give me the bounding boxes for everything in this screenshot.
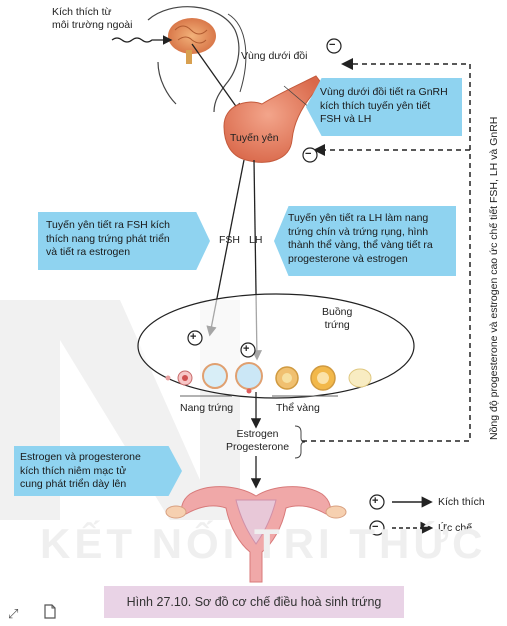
uterus-note-text: Estrogen và progesterone kích thích niêm… xyxy=(20,451,141,491)
legend-inhibit-label: Ức chế xyxy=(438,522,473,534)
brain-to-pituitary-arrow xyxy=(191,43,242,115)
uterus-note-box: Estrogen và progesterone kích thích niêm… xyxy=(14,446,182,496)
document-icon[interactable] xyxy=(44,604,56,622)
lh-label: LH xyxy=(249,234,263,246)
stimulus-arrow xyxy=(111,35,173,45)
hypothalamus-label: Vùng dưới đồi xyxy=(241,50,308,62)
ovary-label: Buồng trứng xyxy=(322,306,353,332)
follicle-label: Nang trứng xyxy=(180,402,234,414)
minus-sign-hypothalamus: − xyxy=(329,39,336,51)
watermark-text: KẾT NỐI TRI THỨC xyxy=(40,520,487,567)
follicle-stages xyxy=(165,362,372,394)
feedback-path xyxy=(302,58,471,442)
expand-icon[interactable]: ⤢ xyxy=(8,606,19,621)
uterus xyxy=(165,486,347,583)
corpus-luteum-label: Thể vàng xyxy=(276,402,320,414)
head-outline xyxy=(147,6,247,113)
plus-sign-lh: + xyxy=(243,343,250,355)
sign-circles xyxy=(187,38,385,536)
hypothalamus-note-text: Vùng dưới đồi tiết ra GnRH kích thích tu… xyxy=(320,86,448,126)
minus-sign-pituitary: − xyxy=(305,148,312,160)
figure-caption: Hình 27.10. Sơ đồ cơ chế điều hoà sinh t… xyxy=(104,586,404,618)
hypothalamus-note-box: Vùng dưới đồi tiết ra GnRH kích thích tu… xyxy=(306,78,462,136)
fsh-note-text: Tuyến yên tiết ra FSH kích thích nang tr… xyxy=(46,219,170,259)
hormones-label: Estrogen Progesterone xyxy=(226,428,290,454)
legend-stimulate-label: Kích thích xyxy=(438,496,485,508)
feedback-vertical-label: Nồng độ progesterone và estrogen cao ức … xyxy=(488,116,500,440)
hormones-bracket xyxy=(294,425,306,459)
fsh-note-box: Tuyến yên tiết ra FSH kích thích nang tr… xyxy=(38,212,210,270)
legend-minus-sign: − xyxy=(372,521,379,533)
stimulus-label: Kích thích từ môi trường ngoài xyxy=(52,6,133,32)
plus-sign-fsh: + xyxy=(190,331,197,343)
pituitary-label: Tuyến yên xyxy=(230,132,279,144)
legend-plus-sign: + xyxy=(372,495,379,507)
lh-note-text: Tuyến yên tiết ra LH làm nang trứng chín… xyxy=(288,212,433,265)
fsh-label: FSH xyxy=(219,234,240,246)
lh-note-box: Tuyến yên tiết ra LH làm nang trứng chín… xyxy=(274,206,456,276)
brain xyxy=(168,18,216,54)
